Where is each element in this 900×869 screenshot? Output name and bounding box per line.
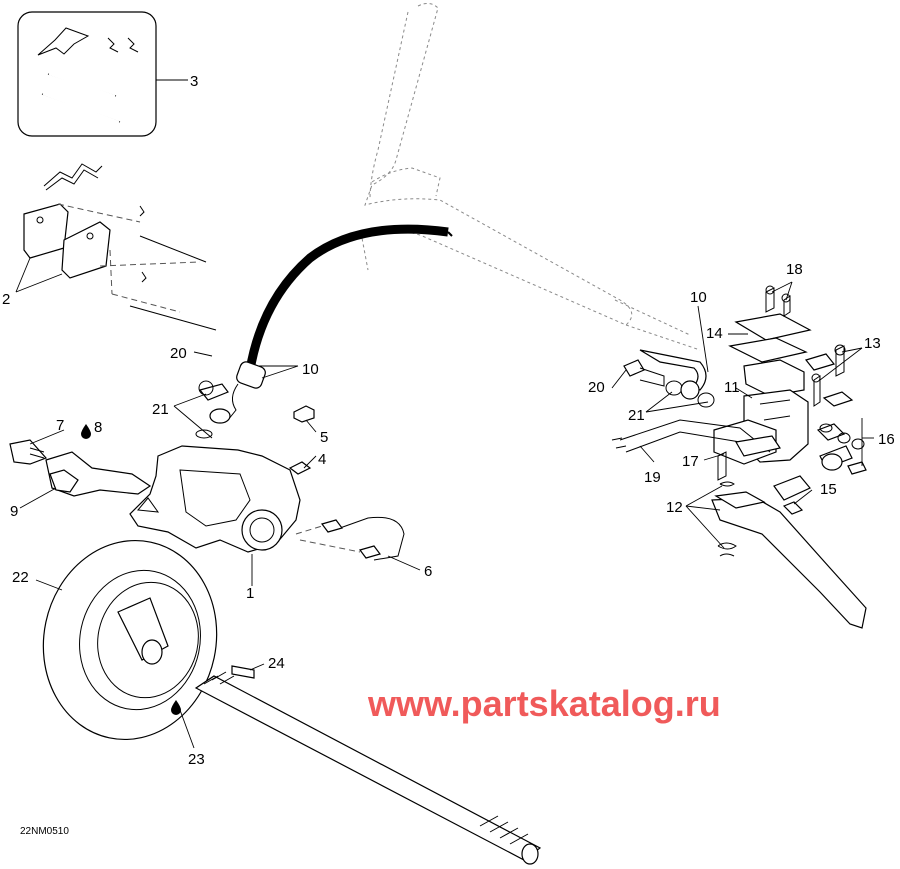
callout-6: 6 <box>424 563 432 580</box>
callout-4: 4 <box>318 451 326 468</box>
brake-line <box>295 516 405 561</box>
callout-22: 22 <box>12 569 29 586</box>
brake-caliper <box>9 380 315 553</box>
callout-14: 14 <box>706 325 723 342</box>
watermark: www.partskatalog.ru <box>367 683 721 724</box>
callout-3: 3 <box>190 73 198 90</box>
parts-inset-box <box>17 11 157 137</box>
oil-drop-icon <box>171 700 181 715</box>
diagram-code: 22NM0510 <box>20 826 69 837</box>
brake-lever <box>711 451 867 629</box>
brake-disc <box>42 539 218 741</box>
callout-16: 16 <box>878 431 895 448</box>
callout-13: 13 <box>864 335 881 352</box>
callout-21-left: 21 <box>152 401 169 418</box>
callout-15: 15 <box>820 481 837 498</box>
callout-18: 18 <box>786 261 803 278</box>
brake-hose <box>227 224 707 421</box>
leader-lines <box>15 79 874 749</box>
callout-8: 8 <box>94 419 102 436</box>
oil-drop-icon <box>81 424 91 439</box>
callout-20-right: 20 <box>588 379 605 396</box>
callout-5: 5 <box>320 429 328 446</box>
callout-2: 2 <box>2 291 10 308</box>
callout-24: 24 <box>268 655 285 672</box>
brake-switch <box>611 419 781 457</box>
callout-20-left: 20 <box>170 345 187 362</box>
handlebar-outline <box>361 2 701 351</box>
callout-19: 19 <box>644 469 661 486</box>
brake-pads <box>23 163 217 331</box>
callout-9: 9 <box>10 503 18 520</box>
drive-shaft <box>194 665 542 865</box>
callout-1: 1 <box>246 585 254 602</box>
callout-11: 11 <box>724 379 740 396</box>
master-cylinder <box>713 313 867 501</box>
callout-7: 7 <box>56 417 64 434</box>
callout-10-right: 10 <box>690 289 707 306</box>
fasteners <box>623 285 846 515</box>
callout-10-left: 10 <box>302 361 319 378</box>
callout-17: 17 <box>682 453 699 470</box>
callout-labels: 3 2 20 10 21 7 8 5 4 9 1 6 22 24 23 18 1… <box>2 73 895 768</box>
callout-12: 12 <box>666 499 683 516</box>
callout-21-right: 21 <box>628 407 645 424</box>
callout-23: 23 <box>188 751 205 768</box>
